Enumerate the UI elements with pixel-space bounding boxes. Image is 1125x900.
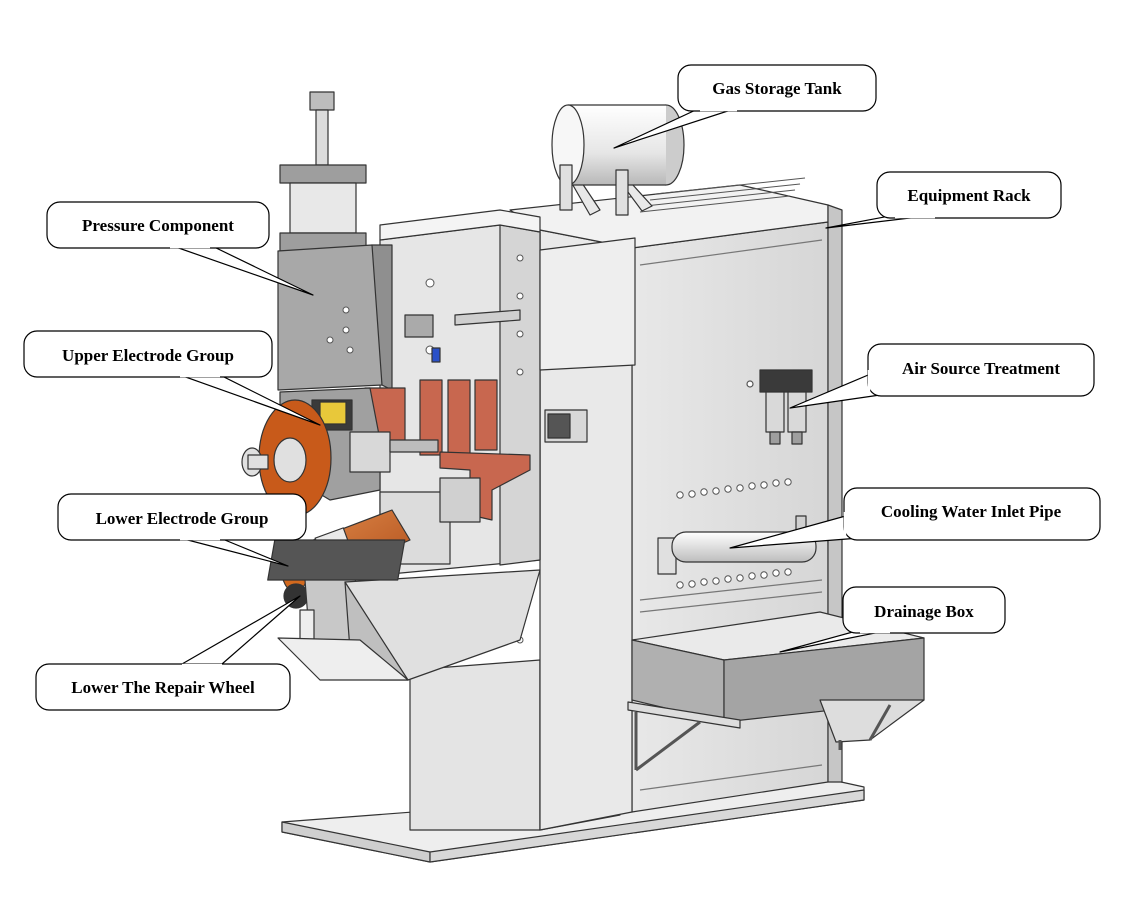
air-source-unit <box>759 369 813 445</box>
lower-electrode-shape <box>267 477 541 681</box>
callouts: Gas Storage Tank Equipment Rack Pressure… <box>23 64 1101 711</box>
callout-air-source-treatment: Air Source Treatment <box>789 343 1095 409</box>
callout-gas-storage-tank: Gas Storage Tank <box>613 64 877 149</box>
label-lower-electrode-group: Lower Electrode Group <box>96 509 269 528</box>
callout-lower-repair-wheel: Lower The Repair Wheel <box>35 595 301 711</box>
callout-pressure-component: Pressure Component <box>46 201 314 296</box>
label-gas-storage-tank: Gas Storage Tank <box>712 79 842 98</box>
upper-electrode-shape <box>241 387 439 517</box>
gas-tank-shape <box>551 104 685 216</box>
callout-cooling-water-inlet-pipe: Cooling Water Inlet Pipe <box>729 487 1101 549</box>
label-cooling-water-inlet-pipe: Cooling Water Inlet Pipe <box>881 502 1062 521</box>
label-lower-repair-wheel: Lower The Repair Wheel <box>71 678 255 697</box>
copper-bus-bars <box>364 379 531 521</box>
label-air-source-treatment: Air Source Treatment <box>902 359 1060 378</box>
callout-equipment-rack: Equipment Rack <box>825 171 1062 229</box>
callout-lower-electrode-group: Lower Electrode Group <box>57 493 307 567</box>
label-equipment-rack: Equipment Rack <box>907 186 1031 205</box>
pressure-component-shape <box>277 91 393 391</box>
pedestal <box>409 659 541 831</box>
callout-upper-electrode-group: Upper Electrode Group <box>23 330 321 426</box>
top-vents <box>639 177 806 213</box>
callout-drainage-box: Drainage Box <box>779 586 1006 653</box>
vent-holes-upper <box>676 478 792 499</box>
label-pressure-component: Pressure Component <box>82 216 234 235</box>
label-drainage-box: Drainage Box <box>874 602 974 621</box>
label-upper-electrode-group: Upper Electrode Group <box>62 346 234 365</box>
machine-illustration <box>241 91 925 863</box>
vent-holes-lower <box>676 568 792 589</box>
